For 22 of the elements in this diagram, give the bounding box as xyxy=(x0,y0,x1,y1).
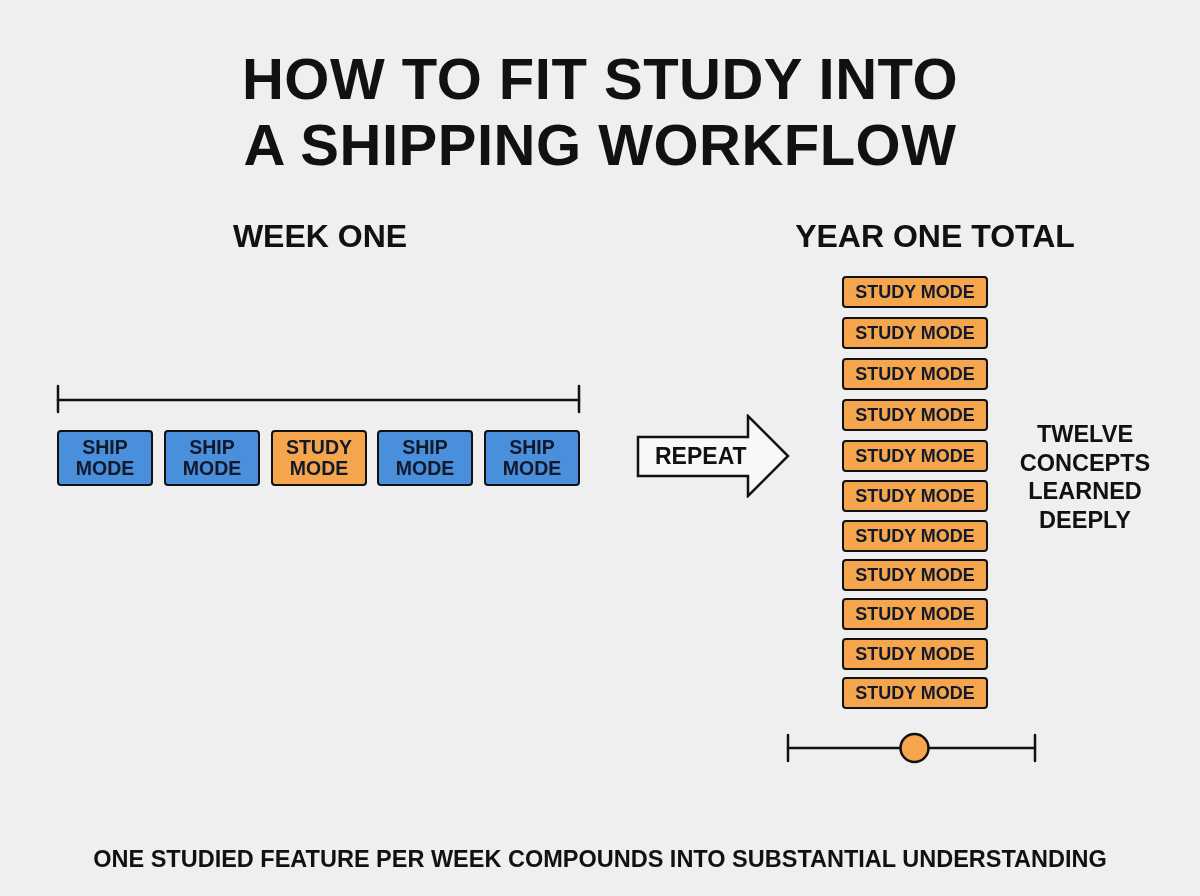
time-block: STUDY MODE xyxy=(842,440,988,472)
time-block: STUDY MODE xyxy=(842,480,988,512)
diagram-title: HOW TO FIT STUDY INTO A SHIPPING WORKFLOW xyxy=(240,46,960,178)
time-block: STUDY MODE xyxy=(842,520,988,552)
time-block: SHIP MODE xyxy=(377,430,473,486)
time-block: SHIP MODE xyxy=(484,430,580,486)
time-block: STUDY MODE xyxy=(842,358,988,390)
time-block: STUDY MODE xyxy=(271,430,367,486)
time-block: STUDY MODE xyxy=(842,559,988,591)
section-heading: YEAR ONE TOTAL xyxy=(794,218,1076,254)
time-block: STUDY MODE xyxy=(842,276,988,308)
caption: ONE STUDIED FEATURE PER WEEK COMPOUNDS INTO SUBSTANTIAL UNDERSTANDING xyxy=(92,846,1108,873)
time-block: STUDY MODE xyxy=(842,638,988,670)
block-arrow: REPEAT xyxy=(636,414,790,498)
time-block: STUDY MODE xyxy=(842,399,988,431)
time-block: STUDY MODE xyxy=(842,598,988,630)
section-heading: WEEK ONE xyxy=(231,218,409,254)
time-block: STUDY MODE xyxy=(842,677,988,709)
time-block: SHIP MODE xyxy=(57,430,153,486)
side-note: TWELVE CONCEPTS LEARNED DEEPLY xyxy=(1018,420,1152,534)
time-block: STUDY MODE xyxy=(842,317,988,349)
time-block: SHIP MODE xyxy=(164,430,260,486)
